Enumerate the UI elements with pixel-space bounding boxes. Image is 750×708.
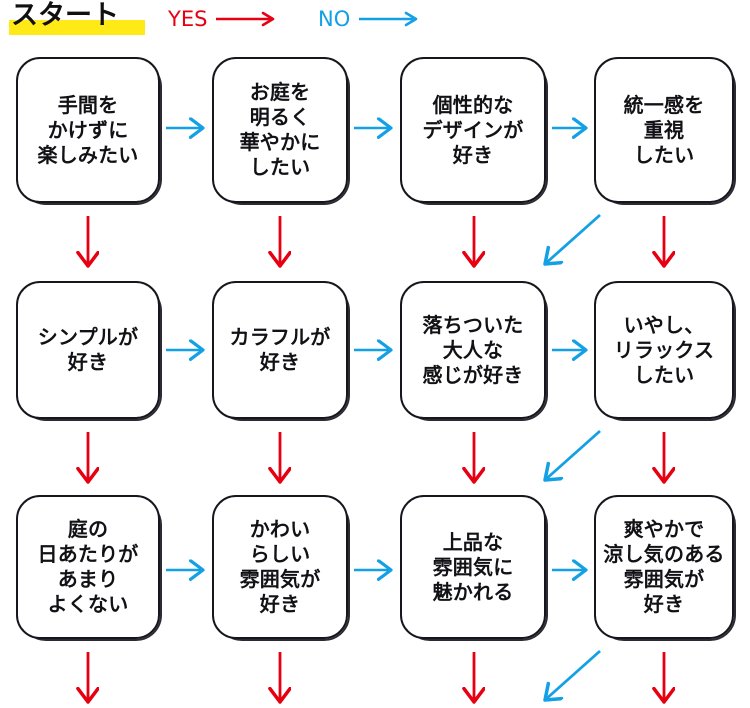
diagonal-no-arrows — [545, 213, 601, 700]
node-outline — [400, 281, 546, 419]
legend-yes-arrow-icon — [216, 11, 278, 27]
node-r2c3[interactable]: 落ちついた 大人な 感じが好き — [400, 281, 548, 421]
node-r3c1[interactable]: 庭の 日あたりが あまり よくない — [16, 495, 162, 641]
start-highlight — [9, 20, 145, 35]
node-label: 庭の 日あたりが あまり よくない — [37, 517, 139, 616]
node-label: 個性的な デザインが 好き — [422, 92, 524, 167]
node-r1c3[interactable]: 個性的な デザインが 好き — [400, 57, 548, 205]
node-label: かわい らしい 雰囲気が 好き — [239, 517, 321, 616]
node-label: 上品な 雰囲気に 魅かれる — [432, 529, 514, 604]
node-r2c1[interactable]: シンプルが 好き — [16, 281, 162, 421]
node-label: カラフルが 好き — [229, 325, 331, 374]
node-outline — [594, 495, 734, 639]
node-r3c4[interactable]: 爽やかで 涼し気のある 雰囲気が 好き — [594, 495, 736, 641]
node-label: いやし、 リラックス したい — [613, 312, 715, 387]
node-r2c2[interactable]: カラフルが 好き — [212, 281, 350, 421]
vertical-yes-arrows-row-3-exit — [88, 652, 664, 702]
node-outline — [16, 495, 160, 639]
legend-yes: YES — [168, 5, 278, 33]
node-outline — [400, 57, 546, 203]
node-r1c2[interactable]: お庭を 明るく 華やかに したい — [212, 57, 350, 205]
vertical-yes-arrows-row-1-to-2 — [88, 216, 664, 266]
node-outline — [212, 495, 348, 639]
legend-no-arrow-icon — [359, 11, 421, 27]
node-outline — [16, 281, 160, 419]
node-outline — [212, 281, 348, 419]
vertical-yes-arrows-row-2-to-3 — [88, 432, 664, 482]
node-r1c1[interactable]: 手間を かけずに 楽しみたい — [16, 57, 162, 205]
node-label: 落ちついた 大人な 感じが好き — [422, 312, 524, 387]
node-label: シンプルが 好き — [37, 325, 139, 374]
node-label: 統一感を 重視 したい — [623, 92, 705, 167]
node-outline — [594, 281, 734, 419]
legend-no-label: NO — [318, 7, 351, 31]
node-label: 手間を かけずに 楽しみたい — [37, 92, 139, 167]
node-outline — [16, 57, 160, 203]
legend-no: NO — [318, 5, 421, 33]
node-r3c2[interactable]: かわい らしい 雰囲気が 好き — [212, 495, 350, 641]
start-label: スタート — [11, 0, 119, 31]
node-r1c4[interactable]: 統一感を 重視 したい — [594, 57, 736, 205]
node-outline — [400, 495, 546, 639]
legend: スタート YES NO — [0, 0, 750, 46]
node-r3c3[interactable]: 上品な 雰囲気に 魅かれる — [400, 495, 548, 641]
node-label: お庭を 明るく 華やかに したい — [239, 80, 321, 179]
node-r2c4[interactable]: いやし、 リラックス したい — [594, 281, 736, 421]
node-outline — [212, 57, 348, 203]
legend-yes-label: YES — [168, 7, 208, 31]
node-label: 爽やかで 涼し気のある 雰囲気が 好き — [603, 517, 725, 616]
node-outline — [594, 57, 734, 203]
